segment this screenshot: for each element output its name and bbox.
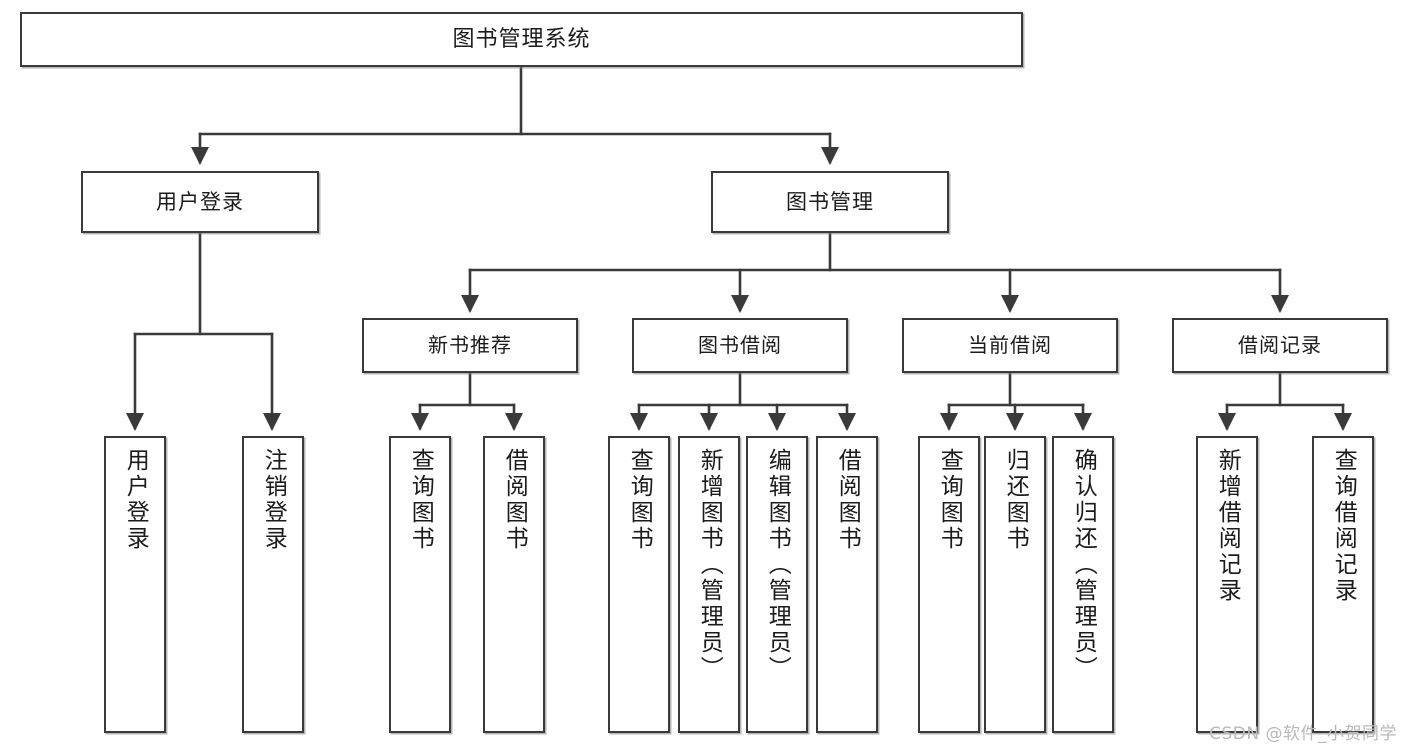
node-label: 编辑图书（管理员） <box>764 448 791 682</box>
node-label: 查询图书 <box>407 448 434 552</box>
node-label: 用户登录 <box>156 189 244 214</box>
node-label: 图书管理系统 <box>452 26 591 52</box>
node-user-login[interactable]: 用户登录 <box>81 171 319 233</box>
node-label: 新增图书（管理员） <box>696 448 723 682</box>
node-book-borrow[interactable]: 图书借阅 <box>632 318 848 373</box>
node-leaf-borrow-book-rec[interactable]: 借阅图书 <box>483 436 545 733</box>
node-label: 查询图书 <box>626 448 653 552</box>
node-label: 新增借阅记录 <box>1214 448 1241 604</box>
node-root[interactable]: 图书管理系统 <box>20 12 1023 67</box>
csdn-watermark: CSDN @软件_小贺同学 <box>1209 724 1397 744</box>
node-leaf-user-logout[interactable]: 注销登录 <box>242 436 304 733</box>
node-leaf-confirm-return[interactable]: 确认归还（管理员） <box>1052 436 1114 733</box>
node-label: 查询图书 <box>936 448 963 552</box>
node-label: 当前借阅 <box>968 333 1052 357</box>
node-current-borrow[interactable]: 当前借阅 <box>902 318 1118 373</box>
node-leaf-borrow-book-bor[interactable]: 借阅图书 <box>816 436 878 733</box>
node-leaf-query-record[interactable]: 查询借阅记录 <box>1312 436 1374 733</box>
node-label: 新书推荐 <box>428 333 512 357</box>
node-leaf-query-book-bor[interactable]: 查询图书 <box>608 436 670 733</box>
node-new-book-rec[interactable]: 新书推荐 <box>362 318 578 373</box>
node-label: 确认归还（管理员） <box>1070 448 1097 682</box>
node-leaf-user-login[interactable]: 用户登录 <box>104 436 166 733</box>
node-leaf-add-record[interactable]: 新增借阅记录 <box>1196 436 1258 733</box>
node-label: 注销登录 <box>260 448 287 552</box>
node-label: 图书管理 <box>786 189 874 214</box>
node-leaf-return-book[interactable]: 归还图书 <box>984 436 1046 733</box>
node-label: 借阅记录 <box>1238 333 1322 357</box>
node-leaf-edit-book[interactable]: 编辑图书（管理员） <box>746 436 808 733</box>
node-leaf-query-book-rec[interactable]: 查询图书 <box>389 436 451 733</box>
node-leaf-query-book-cur[interactable]: 查询图书 <box>918 436 980 733</box>
node-label: 图书借阅 <box>698 333 782 357</box>
node-label: 借阅图书 <box>501 448 528 552</box>
node-label: 查询借阅记录 <box>1330 448 1357 604</box>
node-label: 借阅图书 <box>834 448 861 552</box>
node-book-manage[interactable]: 图书管理 <box>711 171 949 233</box>
node-label: 归还图书 <box>1002 448 1029 552</box>
node-borrow-record[interactable]: 借阅记录 <box>1172 318 1388 373</box>
node-leaf-add-book[interactable]: 新增图书（管理员） <box>678 436 740 733</box>
node-label: 用户登录 <box>122 448 149 552</box>
